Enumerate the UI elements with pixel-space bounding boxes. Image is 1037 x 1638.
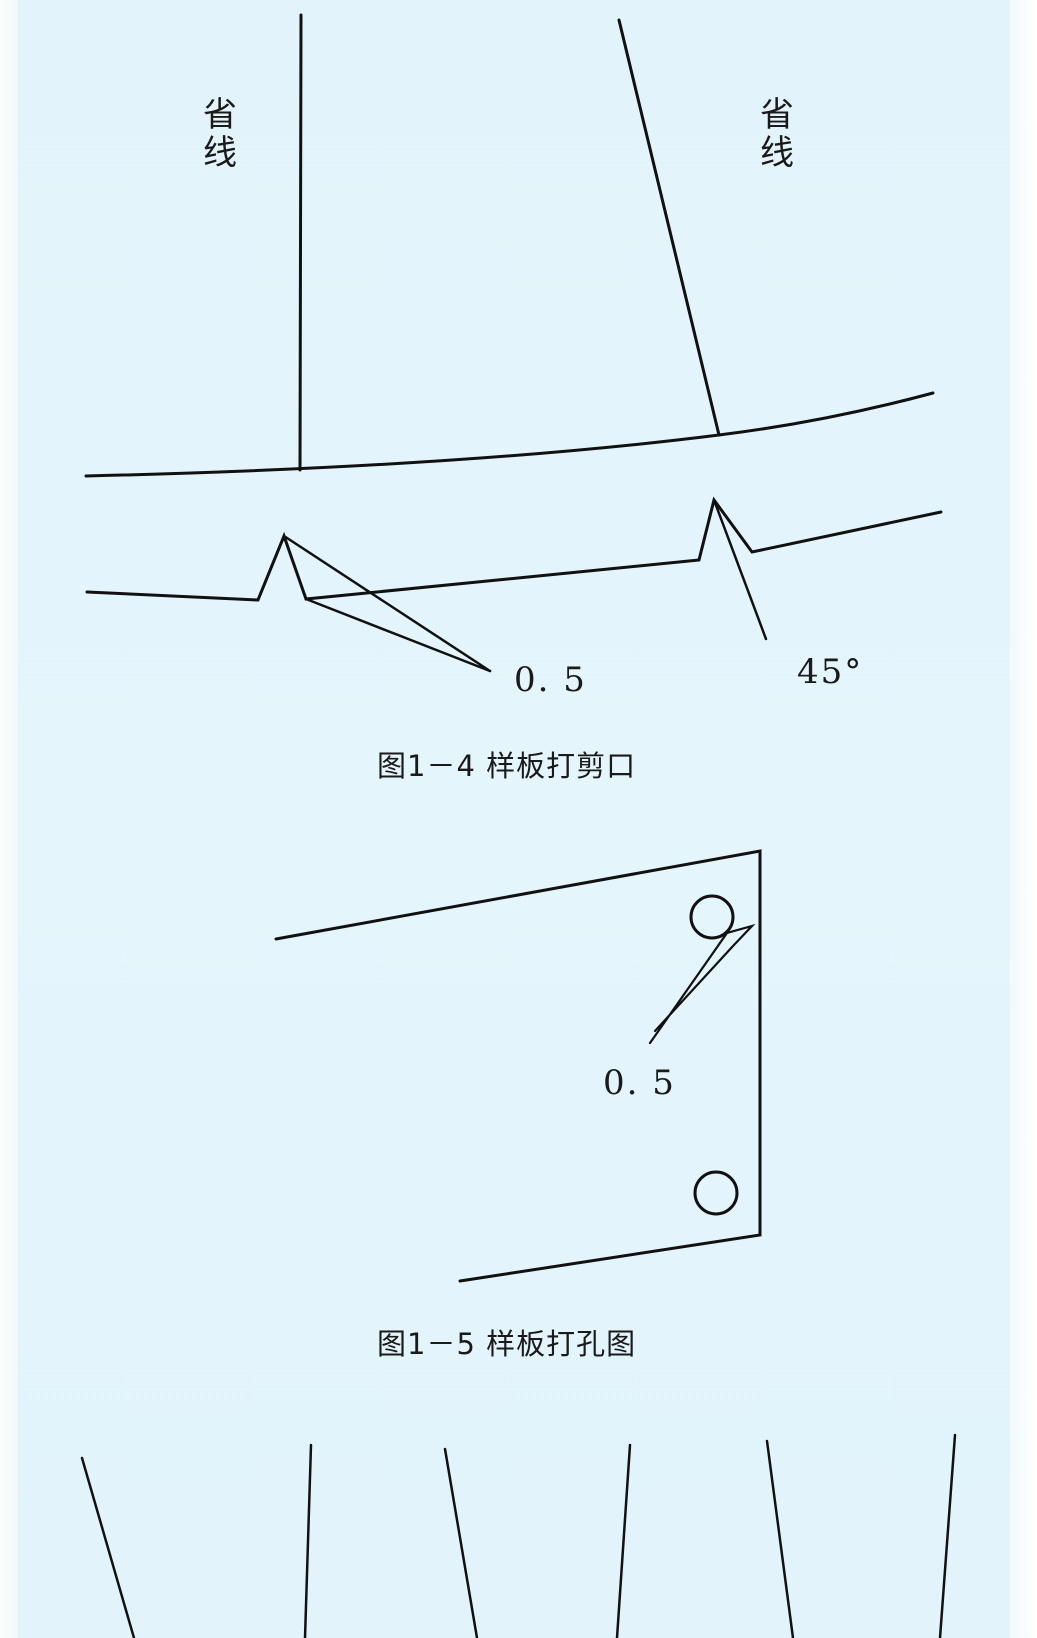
notch-angle-label: 45° bbox=[797, 652, 864, 692]
figure-1-5-caption: 图1－5 样板打孔图 bbox=[377, 1327, 637, 1361]
dart-line-3 bbox=[443, 1447, 479, 1638]
dart-line-1 bbox=[80, 1456, 136, 1638]
punch-hole-bottom bbox=[693, 1170, 739, 1216]
book-page bbox=[18, 0, 1010, 1638]
hole-leader-line bbox=[648, 923, 756, 1045]
dart-line-5 bbox=[765, 1439, 795, 1638]
figure-1-6-partial-drawing bbox=[80, 1433, 957, 1638]
page-margin-right bbox=[1010, 0, 1037, 1638]
figure-1-5-drawing bbox=[274, 849, 762, 1283]
dart-line-4 bbox=[615, 1443, 632, 1638]
leader-line-notch-left-a bbox=[282, 534, 492, 673]
seam-line-with-notches bbox=[85, 496, 943, 602]
pattern-edge-outline bbox=[274, 849, 762, 1283]
leader-line-notch-right bbox=[712, 498, 768, 641]
hole-offset-label: 0. 5 bbox=[603, 1063, 676, 1103]
punch-hole-top bbox=[689, 894, 735, 940]
leader-line-notch-left-b bbox=[304, 597, 492, 673]
dart-line-right bbox=[617, 18, 721, 437]
dart-label-right: 省线 bbox=[760, 95, 794, 173]
dart-label-left: 省线 bbox=[203, 95, 237, 173]
dart-line-2 bbox=[303, 1443, 313, 1638]
page-margin-left bbox=[0, 0, 18, 1638]
notch-depth-label: 0. 5 bbox=[514, 660, 587, 700]
figure-1-4-caption: 图1－4 样板打剪口 bbox=[377, 749, 637, 783]
figure-1-4-drawing bbox=[84, 13, 943, 673]
waist-curve bbox=[84, 391, 935, 478]
dart-line-left bbox=[298, 13, 303, 472]
dart-line-6 bbox=[938, 1433, 957, 1638]
